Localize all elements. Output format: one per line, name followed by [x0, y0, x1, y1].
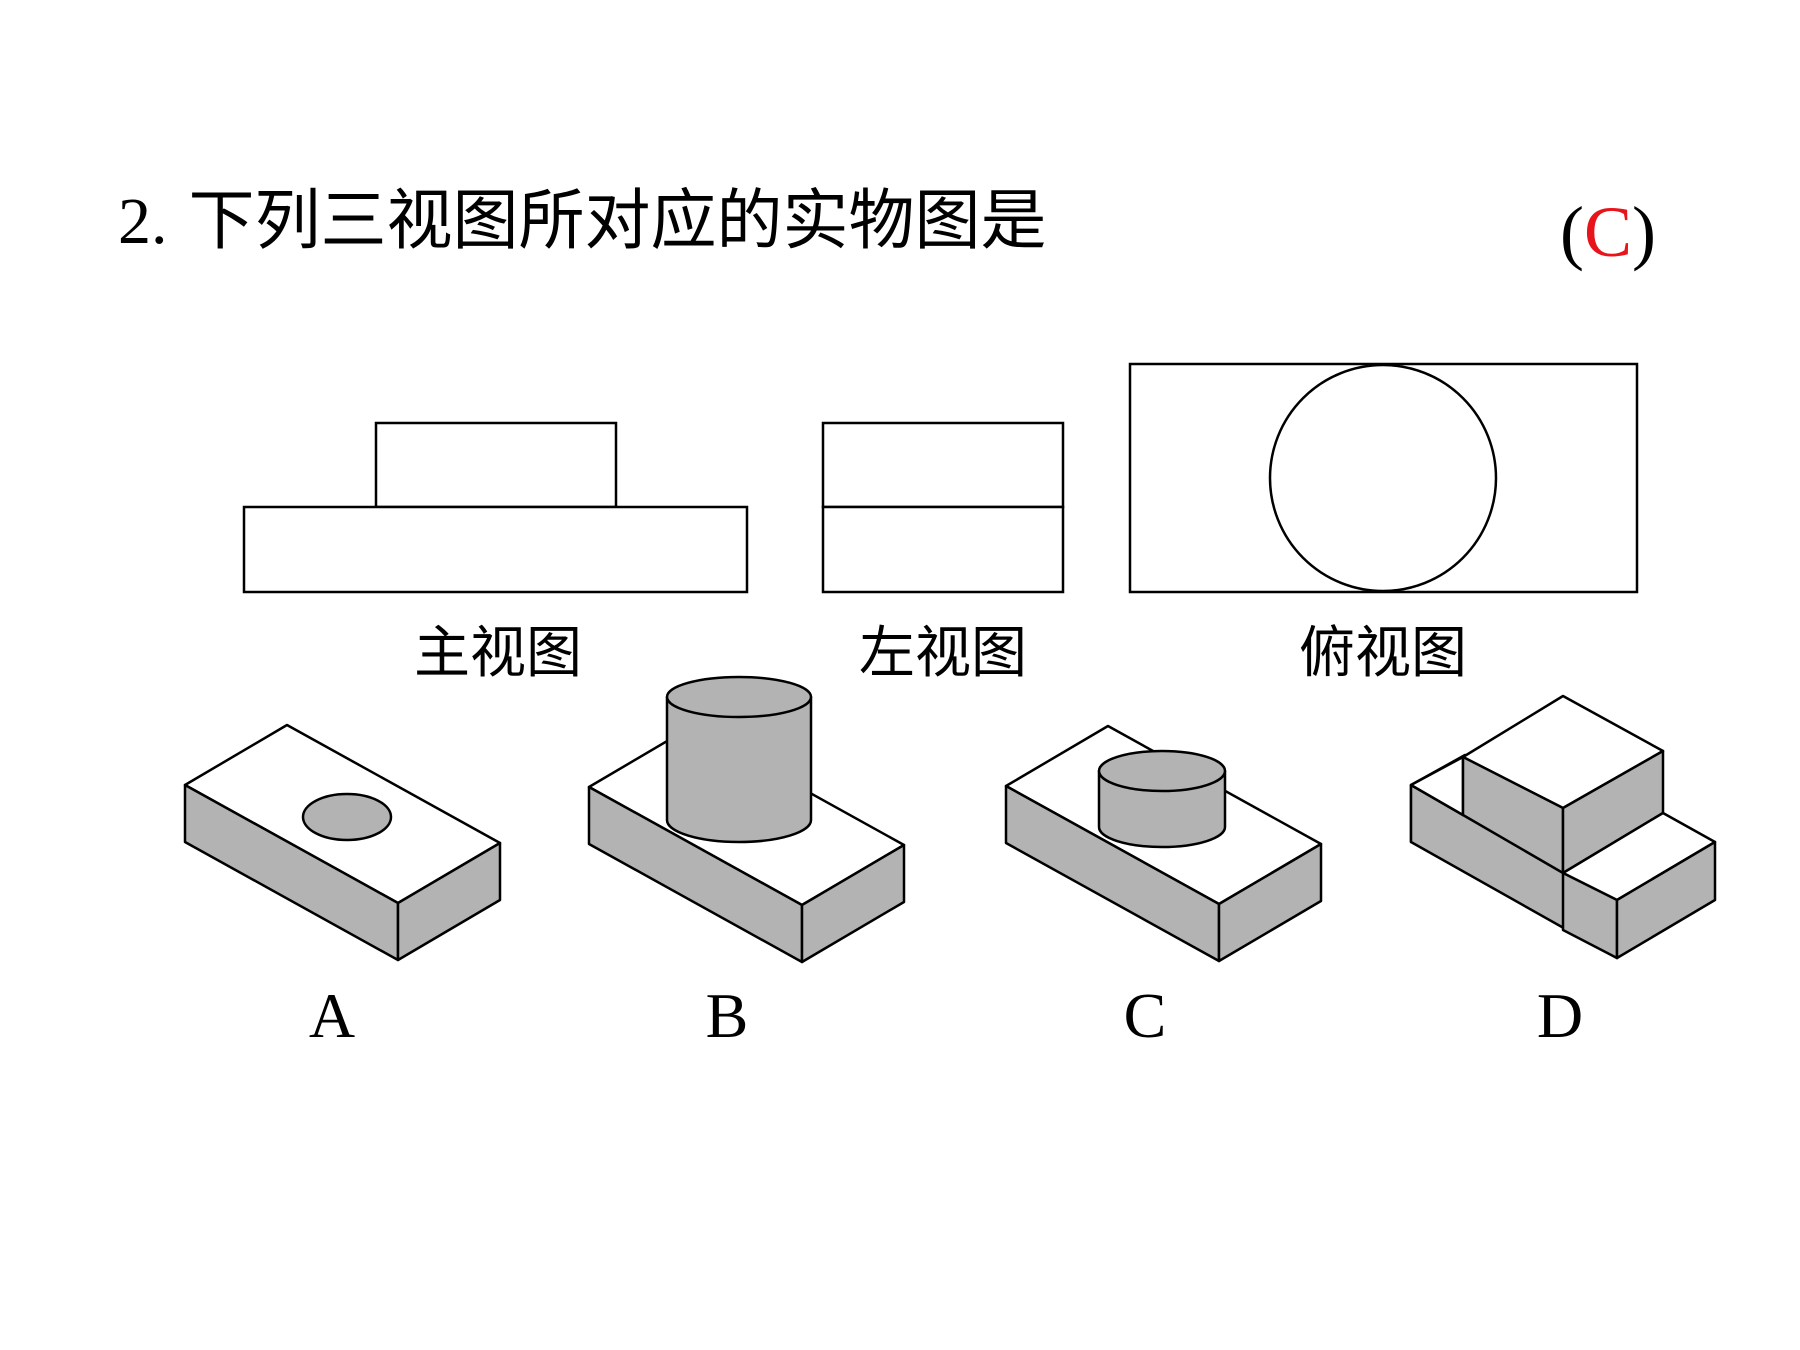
- option-a-circle: [301, 792, 393, 842]
- option-a-figure: [183, 723, 502, 962]
- front-view-upper-block: [374, 421, 618, 509]
- option-d-step-side: [1615, 840, 1717, 960]
- option-d-figure: [1409, 694, 1717, 960]
- answer-bracket: (C): [1560, 196, 1656, 268]
- front-view: [242, 421, 749, 594]
- option-b-figure: [587, 675, 906, 964]
- answer-letter: C: [1583, 192, 1633, 272]
- option-b-label: B: [706, 980, 749, 1051]
- question-text: 2. 下列三视图所对应的实物图是: [118, 188, 1046, 255]
- left-view: [821, 421, 1065, 594]
- question-stem: 下列三视图所对应的实物图是: [188, 182, 1047, 259]
- option-d-label: D: [1537, 980, 1583, 1051]
- option-a-label: A: [309, 980, 355, 1051]
- option-b-cylinder-top: [665, 675, 813, 719]
- front-view-label: 主视图: [414, 623, 582, 685]
- left-view-label: 左视图: [859, 623, 1027, 685]
- left-view-upper-block: [821, 421, 1065, 509]
- top-view-label: 俯视图: [1299, 623, 1467, 685]
- option-c-side-face: [1217, 842, 1323, 963]
- left-view-base-block: [821, 505, 1065, 594]
- option-a-side-face: [396, 841, 502, 962]
- front-view-base-block: [242, 505, 749, 594]
- answer-close-paren: ): [1632, 192, 1656, 272]
- answer-open-paren: (: [1560, 192, 1584, 272]
- option-b-cylinder-body: [665, 695, 813, 844]
- question-number: 2.: [118, 185, 168, 258]
- option-c-cylinder-body: [1097, 769, 1227, 849]
- top-view-circle: [1268, 363, 1498, 593]
- top-view: [1128, 362, 1639, 594]
- option-b-side-face: [800, 843, 906, 964]
- option-c-cylinder-top: [1097, 749, 1227, 793]
- option-c-label: C: [1124, 980, 1167, 1051]
- option-c-figure: [1004, 724, 1323, 963]
